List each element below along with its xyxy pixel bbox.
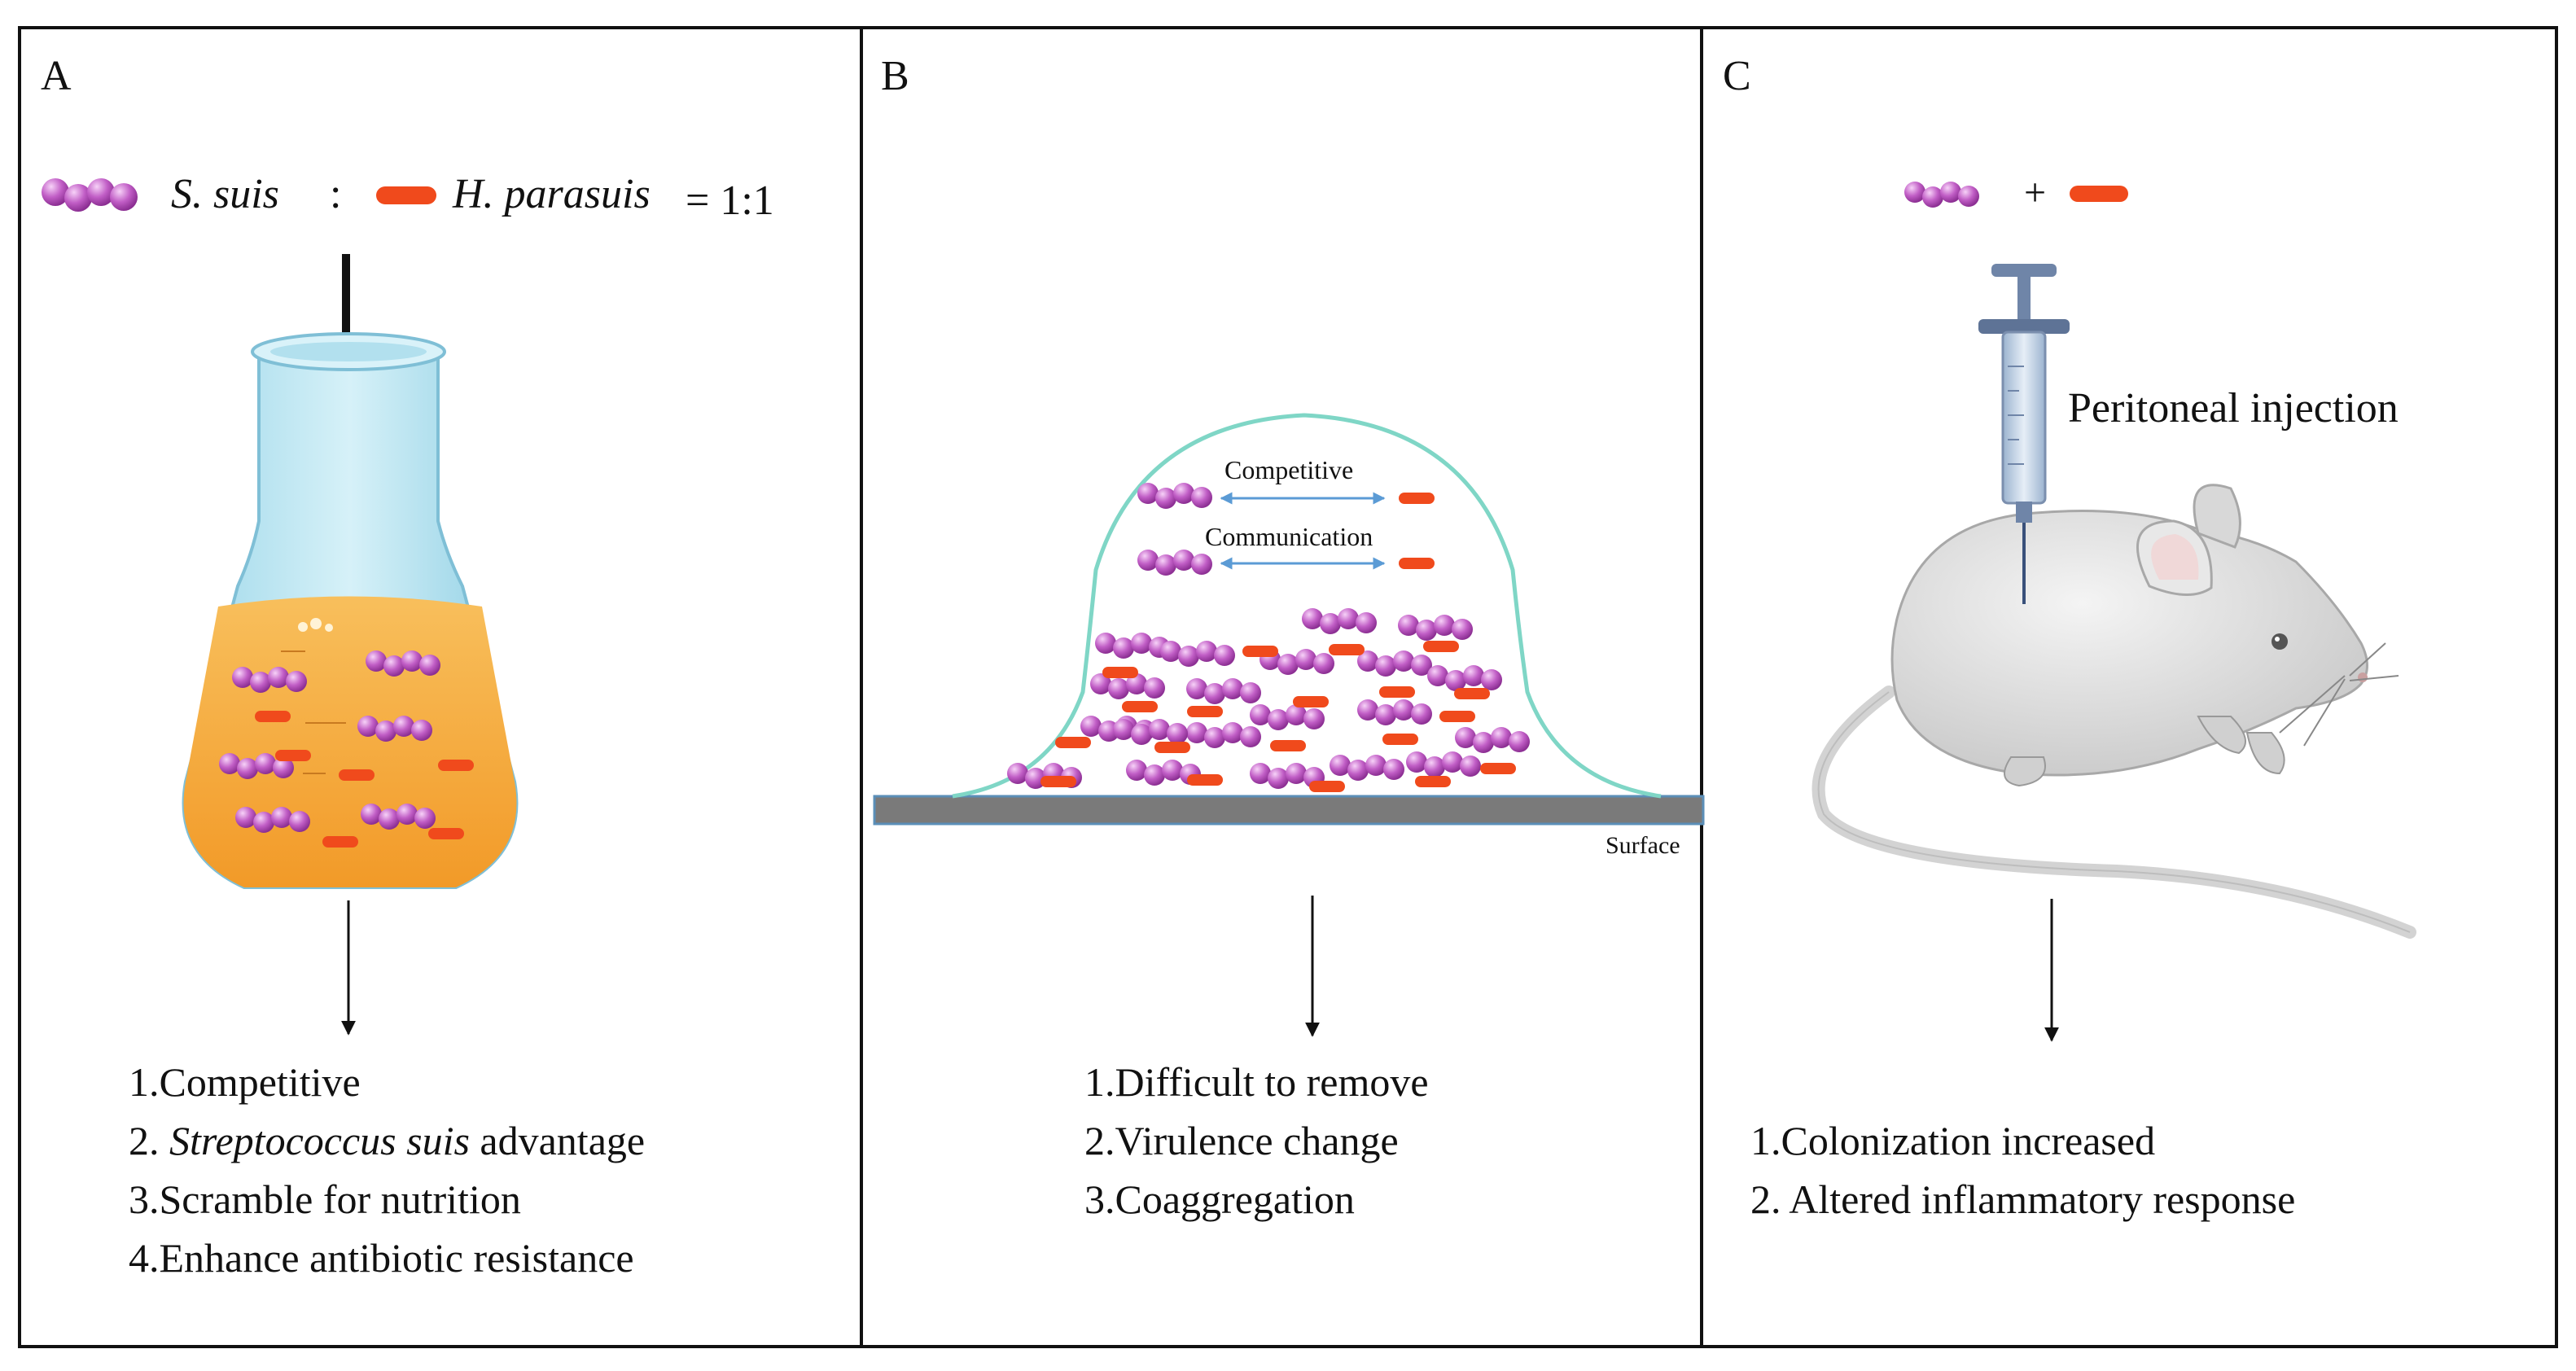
- injection-label: Peritoneal injection: [2068, 385, 2399, 431]
- communication-label: Communication: [1205, 522, 1373, 551]
- panel-a-outcome-4: 4.Enhance antibiotic resistance: [129, 1235, 634, 1281]
- competitive-s-suis-icon: [1137, 483, 1212, 509]
- communication-h-parasuis-icon: [1399, 558, 1435, 569]
- surface-substrate: [873, 795, 1705, 826]
- panel-b-outcome-2: 2.Virulence change: [1084, 1118, 1399, 1163]
- legend-s-suis-label: S. suis: [171, 171, 279, 217]
- panel-a: A S. suis : H. parasuis = 1:1: [41, 53, 774, 1281]
- panel-a-outcome-1: 1.Competitive: [129, 1059, 361, 1105]
- legend-h-parasuis-icon: [376, 186, 436, 204]
- panel-b-outcome-1: 1.Difficult to remove: [1084, 1059, 1429, 1105]
- panel-c-outcome-2: 2. Altered inflammatory response: [1750, 1176, 2295, 1222]
- legend-s-suis-icon: [42, 178, 138, 212]
- surface-label: Surface: [1606, 832, 1680, 859]
- panel-a-letter: A: [41, 53, 72, 99]
- inoculum-s-suis-icon: [1904, 182, 1979, 208]
- panel-c-letter: C: [1723, 53, 1751, 99]
- panel-b: B Surface Competitive Communication: [873, 53, 1705, 1222]
- culture-flask-icon: [182, 332, 519, 889]
- mouse-icon: [1812, 484, 2416, 939]
- competitive-h-parasuis-icon: [1399, 493, 1435, 504]
- syringe-icon: [1978, 264, 2070, 604]
- panel-a-outcome-3: 3.Scramble for nutrition: [129, 1176, 521, 1222]
- panel-c-outcome-1: 1.Colonization increased: [1750, 1118, 2155, 1163]
- biofilm-dome-outline: [952, 413, 1662, 799]
- panel-b-letter: B: [881, 53, 909, 99]
- legend-ratio-value: = 1:1: [686, 177, 774, 224]
- legend-ratio-separator: :: [330, 171, 341, 217]
- panel-c: C +: [1723, 53, 2416, 1222]
- panel-a-outcome-2: 2. Streptococcus suis advantage: [129, 1118, 645, 1163]
- figure-frame: [18, 26, 2558, 1348]
- inoculum-h-parasuis-icon: [2070, 186, 2128, 202]
- biofilm-bacteria-mass: [1007, 608, 1530, 792]
- legend-h-parasuis-label: H. parasuis: [452, 171, 651, 217]
- competitive-label: Competitive: [1224, 455, 1353, 484]
- inoculum-plus: +: [2024, 171, 2046, 214]
- panel-b-outcome-3: 3.Coaggregation: [1084, 1176, 1355, 1222]
- communication-s-suis-icon: [1137, 550, 1212, 576]
